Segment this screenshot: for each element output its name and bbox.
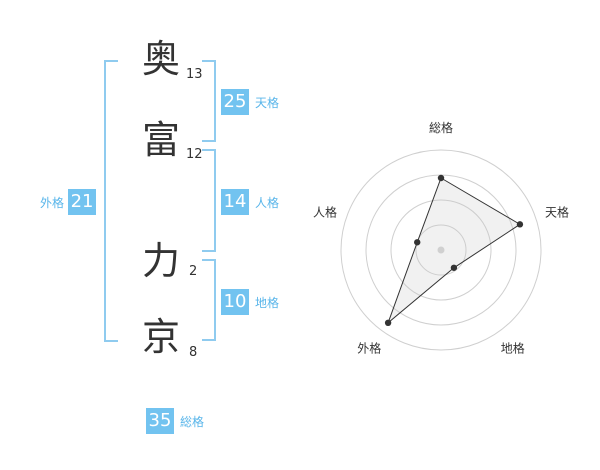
radar-point-1 [437,174,445,182]
radar-axis-label-3: 地格 [501,341,525,356]
chikaku-value: 10 [221,289,249,315]
soukaku-badge: 35 総格 [146,408,204,434]
radar-axis-label-4: 外格 [357,341,381,356]
stroke-count-3: 2 [189,264,198,279]
radar-center-dot [437,246,445,254]
name-char-1: 奥 [142,37,181,81]
chikaku-bracket [202,259,216,341]
soukaku-label: 総格 [180,414,205,429]
radar-ring-2 [390,199,492,301]
jinkaku-value: 14 [221,189,249,215]
radar-axis-label-5: 人格 [313,204,337,219]
gaikaku-label: 外格 [40,195,65,210]
tenkaku-bracket [202,60,216,142]
radar-axis-label-1: 総格 [429,120,453,135]
radar-point-4 [384,319,392,327]
soukaku-value: 35 [146,408,174,434]
radar-ring-1 [415,224,467,276]
name-char-4: 京 [142,315,181,359]
name-char-3: 力 [142,239,181,283]
jinkaku-bracket [202,149,216,252]
chikaku-badge: 10 地格 [221,289,279,315]
name-char-2: 富 [142,118,181,162]
stroke-count-4: 8 [189,345,198,360]
jinkaku-badge: 14 人格 [221,189,279,215]
stroke-count-2: 12 [186,147,203,162]
radar-point-3 [450,264,458,271]
radar-axis-label-2: 天格 [545,204,569,219]
chikaku-label: 地格 [255,295,280,310]
gaikaku-value: 21 [68,189,97,215]
jinkaku-label: 人格 [255,195,280,210]
tenkaku-label: 天格 [255,95,280,110]
radar-series-shape [386,177,521,325]
radar-ring-4 [340,149,542,351]
stroke-count-1: 13 [186,67,203,82]
tenkaku-badge: 25 天格 [221,89,279,115]
gaikaku-bracket [104,60,118,342]
tenkaku-value: 25 [221,89,249,115]
radar-point-2 [516,221,524,228]
radar-point-5 [414,239,421,246]
gaikaku-badge: 外格 21 [40,189,97,215]
